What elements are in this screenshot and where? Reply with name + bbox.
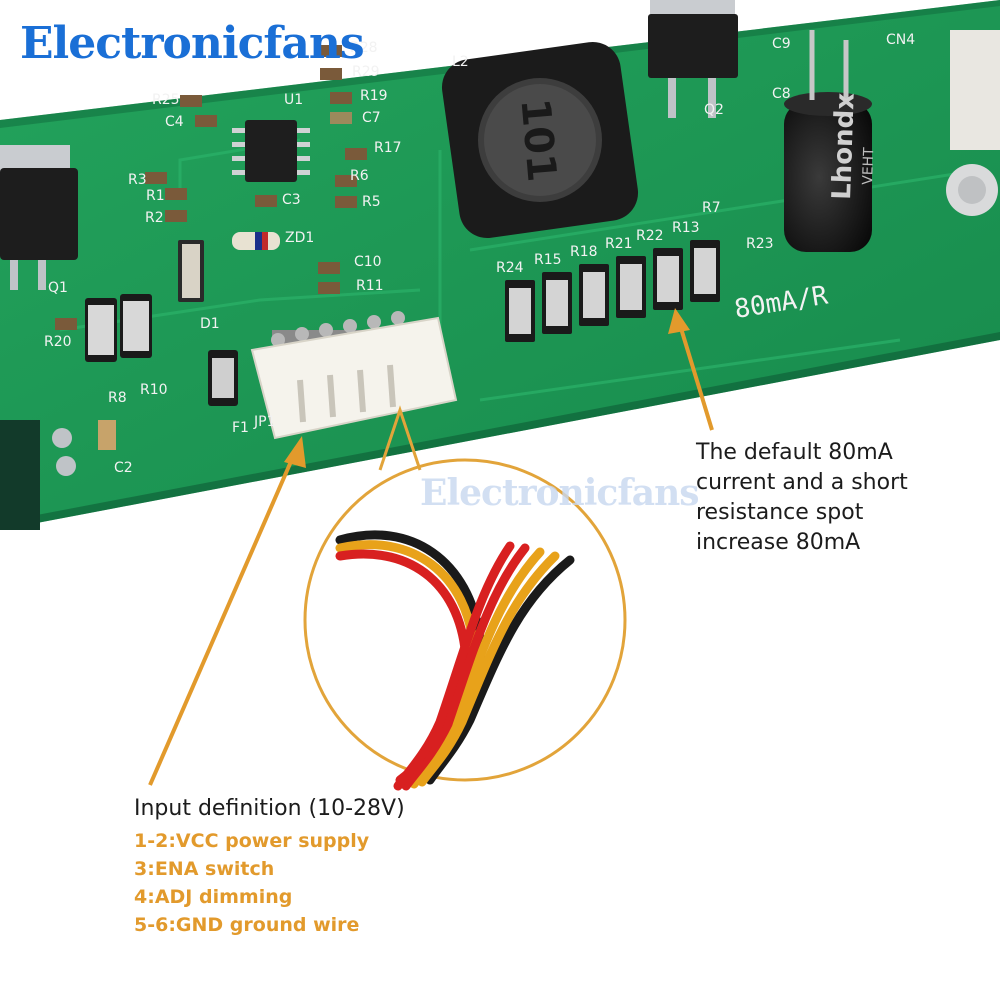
label-r23: R23 (746, 236, 774, 252)
label-r17: R17 (374, 140, 402, 156)
left-edge-component (0, 420, 76, 530)
label-r24: R24 (496, 260, 524, 276)
resistor-note: The default 80mA current and a short res… (696, 438, 986, 558)
label-r28: R28 (350, 40, 378, 56)
arrow-resistor (668, 308, 714, 431)
label-r8: R8 (108, 390, 127, 406)
capacitor-brand: Lhondx (827, 92, 861, 200)
connector-jp1 (250, 311, 458, 440)
resistors-r8-r10 (85, 294, 152, 362)
mosfet-q1 (0, 145, 78, 290)
label-r13: R13 (672, 220, 700, 236)
resistor-note-line: resistance spot (696, 500, 864, 525)
label-jp1: JP1 (253, 414, 275, 430)
inductor-marking: 101 (511, 97, 564, 184)
brand-watermark: Electronicfans (420, 472, 700, 514)
label-c10: C10 (354, 254, 382, 270)
label-c4: C4 (165, 114, 184, 130)
input-definition-title: Input definition (10-28V) (134, 796, 405, 821)
pin-definition: 3:ENA switch (134, 858, 275, 880)
zener-diode-zd1 (232, 232, 280, 250)
label-u1: U1 (284, 92, 303, 108)
label-l2: L2 (452, 54, 469, 70)
wire-zoom-circle (303, 405, 627, 791)
silkscreen-labels: R25 C4 U1 R28 R29 R19 C7 R17 R6 R5 C3 R3… (44, 32, 915, 476)
brand-logo: Electronicfans (20, 18, 365, 69)
arrow-input (148, 436, 306, 786)
label-zd1: ZD1 (285, 230, 314, 246)
wire-bundle (335, 530, 575, 791)
label-r3: R3 (128, 172, 147, 188)
label-c2: C2 (114, 460, 133, 476)
resistor-note-line: The default 80mA (696, 440, 893, 465)
label-r10: R10 (140, 382, 168, 398)
diode-d1 (178, 240, 204, 302)
pin-definition: 4:ADJ dimming (134, 886, 293, 908)
label-r20: R20 (44, 334, 72, 350)
label-r18: R18 (570, 244, 598, 260)
label-r25: R25 (152, 92, 180, 108)
pin-definition: 5-6:GND ground wire (134, 914, 360, 936)
label-c8: C8 (772, 86, 791, 102)
pin-definition: 1-2:VCC power supply (134, 830, 370, 852)
label-r15: R15 (534, 252, 562, 268)
capacitor-c8: Lhondx VEHT (784, 30, 877, 252)
connector-cn4 (946, 30, 1000, 216)
label-r6: R6 (350, 168, 369, 184)
label-d1: D1 (200, 316, 220, 332)
label-q1: Q1 (48, 280, 68, 296)
resistor-array (505, 240, 720, 342)
fuse-f1 (208, 350, 238, 406)
ic-u1 (232, 120, 310, 182)
label-r11: R11 (356, 278, 384, 294)
label-cn4: CN4 (886, 32, 915, 48)
label-r7: R7 (702, 200, 721, 216)
label-c3: C3 (282, 192, 301, 208)
label-r5: R5 (362, 194, 381, 210)
input-definition: Input definition (10-28V) 1-2:VCC power … (134, 796, 405, 939)
resistor-note-line: current and a short (696, 470, 908, 495)
label-c9: C9 (772, 36, 791, 52)
capacitor-series: VEHT (860, 147, 877, 185)
mosfet-q2 (648, 0, 738, 118)
smd-components (55, 45, 367, 450)
label-r21: R21 (605, 236, 633, 252)
inductor-l2: 101 (441, 41, 639, 239)
label-r2: R2 (145, 210, 164, 226)
label-q2: Q2 (704, 102, 724, 118)
label-r29: R29 (352, 64, 380, 80)
label-f1: F1 (232, 420, 249, 436)
label-r19: R19 (360, 88, 388, 104)
label-r1: R1 (146, 188, 165, 204)
resistor-note-line: increase 80mA (696, 530, 861, 555)
label-r22: R22 (636, 228, 664, 244)
label-c7: C7 (362, 110, 381, 126)
